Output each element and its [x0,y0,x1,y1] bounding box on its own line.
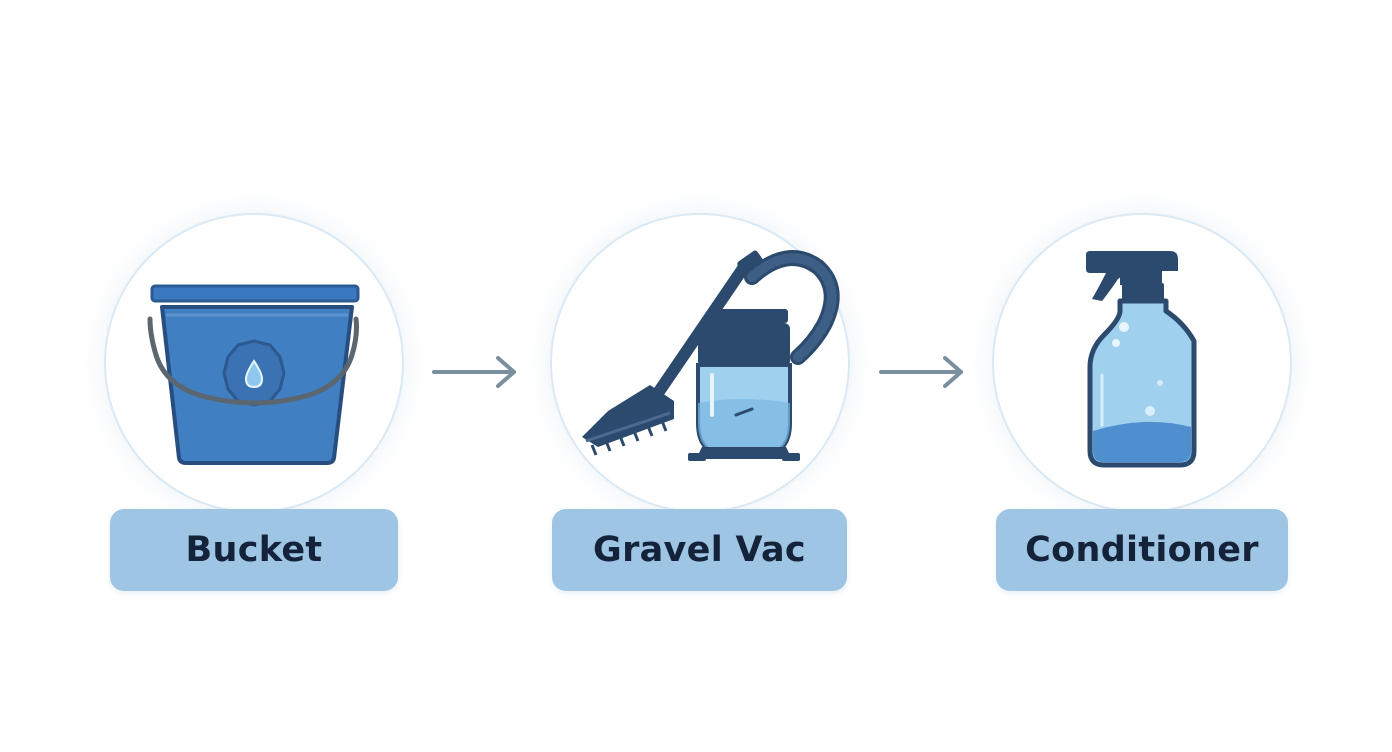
conditioner-label-box: Conditioner [996,509,1288,591]
step-gravel-vac: Gravel Vac [550,0,850,752]
bucket-icon-circle [104,213,404,513]
arrow-right-icon [879,356,963,388]
spray-bottle-icon [1086,251,1197,468]
conditioner-icon-circle [992,213,1292,513]
step-bucket: Bucket [104,0,404,752]
gravel-vac-label: Gravel Vac [593,530,806,570]
bucket-label: Bucket [185,530,323,570]
arrow-right-icon [432,356,516,388]
gravel-vacuum-icon [582,250,840,461]
bucket-icon [147,284,360,465]
conditioner-label: Conditioner [1025,530,1259,570]
step-conditioner: Conditioner [992,0,1292,752]
gravel-vac-label-box: Gravel Vac [552,509,847,591]
bucket-label-box: Bucket [110,509,398,591]
gravel-vac-icon-circle [550,213,850,513]
